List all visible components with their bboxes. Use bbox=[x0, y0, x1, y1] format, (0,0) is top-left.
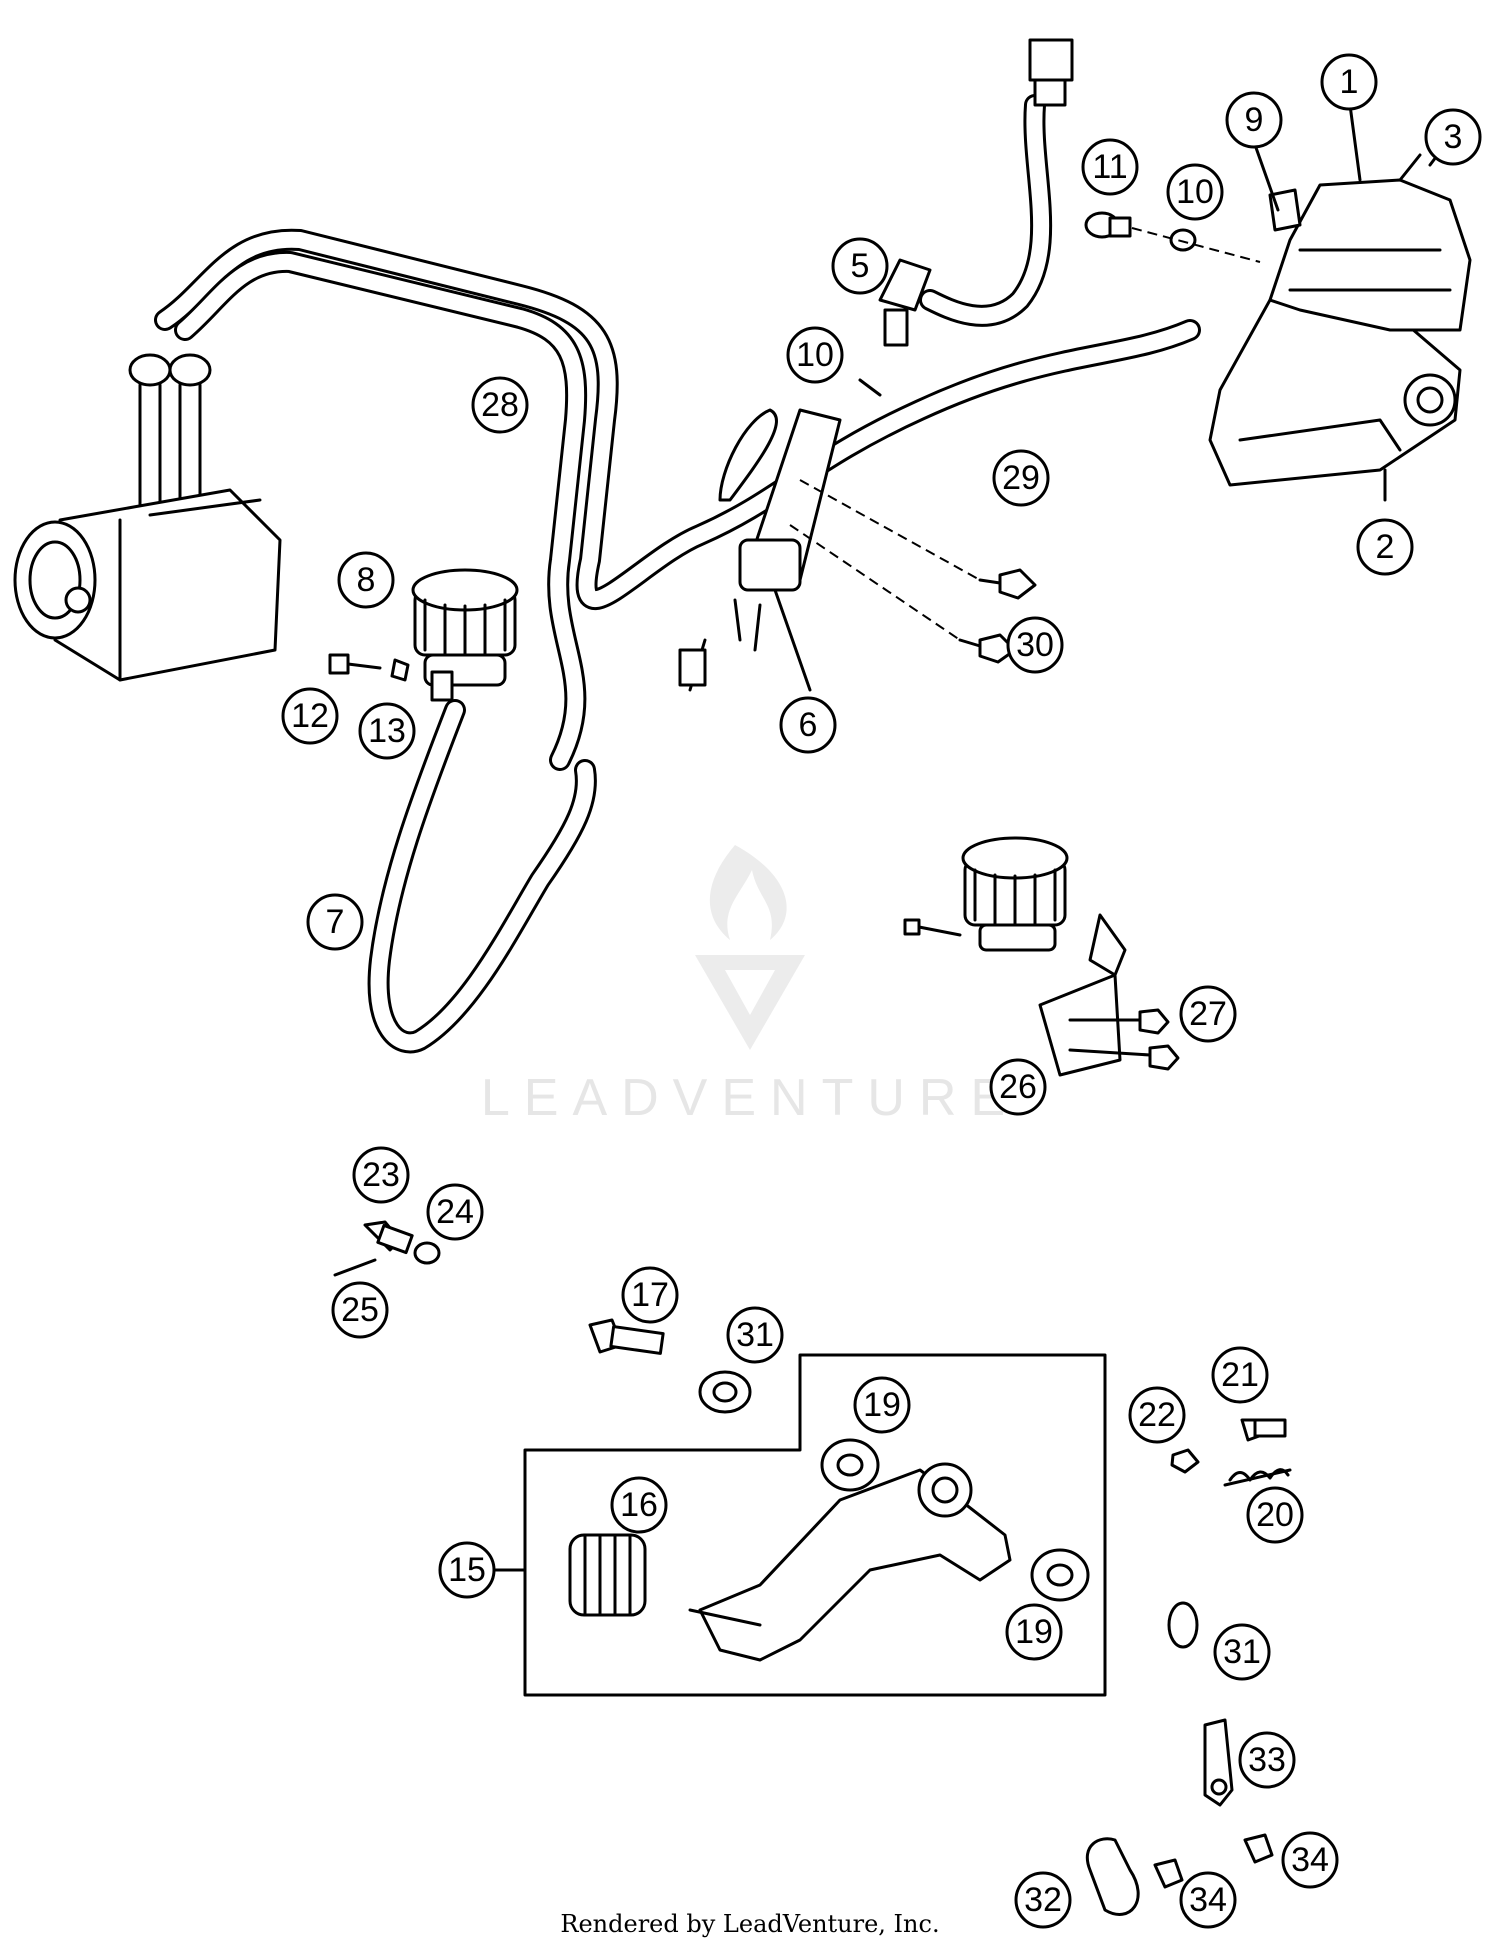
cable-clips bbox=[1085, 1718, 1274, 1916]
callout-24: 24 bbox=[426, 1183, 484, 1241]
callout-34-right: 34 bbox=[1281, 1831, 1339, 1889]
watermark-v-icon bbox=[695, 955, 805, 1050]
svg-text:17: 17 bbox=[631, 1276, 669, 1314]
callout-26: 26 bbox=[989, 1058, 1047, 1116]
callout-11: 11 bbox=[1081, 138, 1139, 196]
svg-text:9: 9 bbox=[1245, 101, 1264, 139]
banjo-bolt-and-washer bbox=[1084, 211, 1261, 263]
callout-12: 12 bbox=[281, 687, 339, 745]
callout-1: 1 bbox=[1320, 53, 1378, 111]
svg-text:5: 5 bbox=[851, 247, 870, 285]
callout-13: 13 bbox=[358, 702, 416, 760]
svg-text:3: 3 bbox=[1444, 118, 1463, 156]
svg-text:19: 19 bbox=[863, 1386, 901, 1424]
callout-34-left: 34 bbox=[1179, 1871, 1237, 1929]
svg-text:2: 2 bbox=[1376, 528, 1395, 566]
svg-text:29: 29 bbox=[1002, 459, 1040, 497]
svg-text:11: 11 bbox=[1092, 148, 1127, 186]
svg-text:13: 13 bbox=[368, 712, 406, 750]
svg-text:10: 10 bbox=[796, 336, 834, 374]
svg-text:31: 31 bbox=[736, 1316, 774, 1354]
watermark-brand: LEADVENTURE bbox=[481, 1069, 1019, 1127]
svg-text:19: 19 bbox=[1015, 1613, 1053, 1651]
callout-5: 5 bbox=[831, 237, 889, 295]
callout-8: 8 bbox=[337, 551, 395, 609]
callout-32: 32 bbox=[1014, 1871, 1072, 1929]
watermark: LEADVENTURE bbox=[481, 845, 1019, 1127]
svg-text:34: 34 bbox=[1189, 1881, 1227, 1919]
abs-modulator-unit bbox=[13, 488, 282, 682]
callout-7: 7 bbox=[306, 893, 364, 951]
clevis-pin-set bbox=[333, 1220, 441, 1277]
callout-28: 28 bbox=[471, 376, 529, 434]
callout-29: 29 bbox=[992, 449, 1050, 507]
pressure-sensor bbox=[858, 258, 932, 397]
pivot-bolt-and-washer bbox=[588, 1318, 752, 1414]
callout-9: 9 bbox=[1225, 91, 1283, 149]
brake-pedal-box bbox=[493, 1353, 1107, 1697]
svg-text:10: 10 bbox=[1176, 173, 1214, 211]
callout-21: 21 bbox=[1211, 1346, 1269, 1404]
callout-16: 16 bbox=[610, 1476, 668, 1534]
svg-text:15: 15 bbox=[448, 1551, 486, 1589]
svg-text:21: 21 bbox=[1221, 1356, 1259, 1394]
callout-2: 2 bbox=[1356, 518, 1414, 576]
watermark-flame-icon bbox=[709, 845, 787, 940]
callout-31-upper: 31 bbox=[726, 1306, 784, 1364]
svg-text:12: 12 bbox=[291, 697, 329, 735]
callout-27: 27 bbox=[1179, 985, 1237, 1043]
callout-10-lower: 10 bbox=[786, 326, 844, 384]
bolt-nut-12-13 bbox=[328, 653, 410, 682]
svg-text:32: 32 bbox=[1024, 1881, 1062, 1919]
callout-31-lower: 31 bbox=[1213, 1623, 1271, 1681]
svg-text:23: 23 bbox=[362, 1156, 400, 1194]
callout-22: 22 bbox=[1128, 1386, 1186, 1444]
callout-30: 30 bbox=[1006, 616, 1064, 674]
callout-10-upper: 10 bbox=[1166, 163, 1224, 221]
svg-text:31: 31 bbox=[1223, 1633, 1261, 1671]
master-cylinder bbox=[678, 408, 842, 692]
callout-3: 3 bbox=[1424, 108, 1482, 166]
reservoir-upper bbox=[411, 568, 519, 702]
render-credit: Rendered by LeadVenture, Inc. bbox=[560, 1910, 940, 1938]
brake-caliper-assembly bbox=[1208, 178, 1472, 487]
svg-text:1: 1 bbox=[1340, 63, 1359, 101]
svg-text:22: 22 bbox=[1138, 1396, 1176, 1434]
svg-text:7: 7 bbox=[326, 903, 345, 941]
svg-text:26: 26 bbox=[999, 1068, 1037, 1106]
callout-15: 15 bbox=[438, 1541, 496, 1599]
svg-text:25: 25 bbox=[341, 1291, 379, 1329]
svg-text:28: 28 bbox=[481, 386, 519, 424]
callout-17: 17 bbox=[621, 1266, 679, 1324]
callout-19-lower: 19 bbox=[1005, 1603, 1063, 1661]
brake-hoses bbox=[128, 94, 1201, 1054]
svg-text:34: 34 bbox=[1291, 1841, 1329, 1879]
svg-text:20: 20 bbox=[1256, 1496, 1294, 1534]
svg-text:16: 16 bbox=[620, 1486, 658, 1524]
reservoir-lower-bracket bbox=[903, 836, 1180, 1077]
return-spring-set bbox=[1167, 1418, 1292, 1649]
svg-text:33: 33 bbox=[1248, 1741, 1286, 1779]
svg-text:24: 24 bbox=[436, 1193, 474, 1231]
callout-20: 20 bbox=[1246, 1486, 1304, 1544]
callout-33: 33 bbox=[1238, 1731, 1296, 1789]
mounting-bolts-30 bbox=[789, 479, 1037, 664]
svg-text:6: 6 bbox=[799, 706, 818, 744]
callout-25: 25 bbox=[331, 1281, 389, 1339]
callout-6: 6 bbox=[779, 696, 837, 754]
svg-text:8: 8 bbox=[357, 561, 376, 599]
callout-19-upper: 19 bbox=[853, 1376, 911, 1434]
svg-text:30: 30 bbox=[1016, 626, 1054, 664]
callout-23: 23 bbox=[352, 1146, 410, 1204]
callouts: 1 2 3 5 6 7 8 9 10 10 11 12 13 15 16 17 … bbox=[281, 53, 1482, 1929]
svg-text:27: 27 bbox=[1189, 995, 1227, 1033]
connector-plug bbox=[1028, 38, 1074, 107]
